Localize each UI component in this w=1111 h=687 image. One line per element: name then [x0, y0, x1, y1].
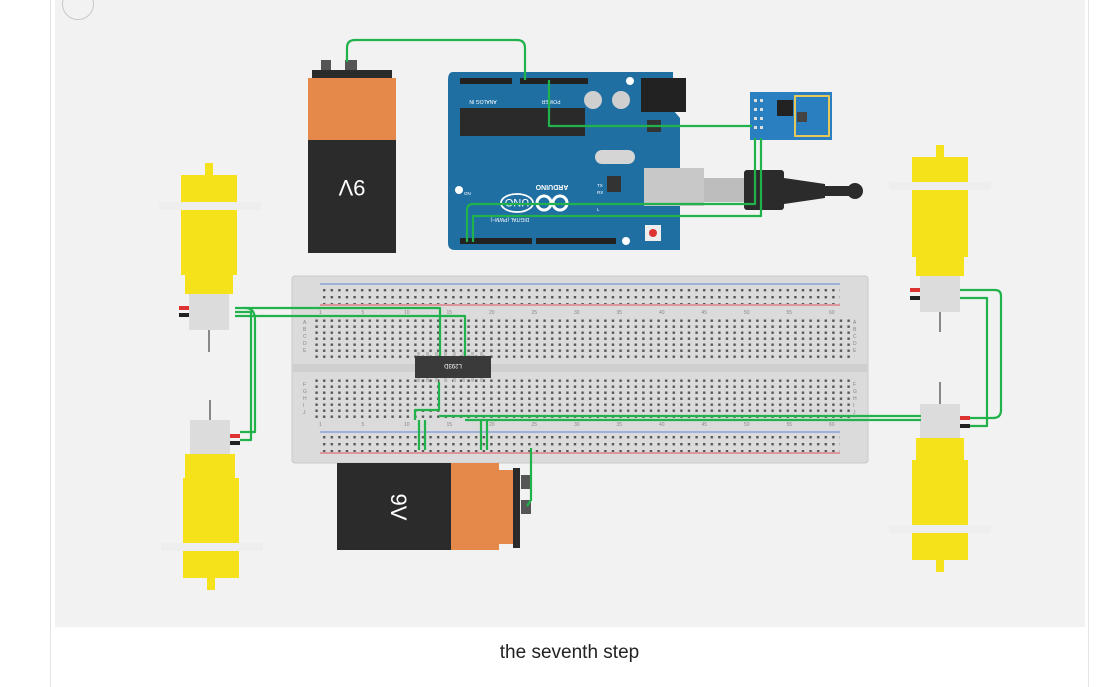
breadboard-column-number: 30	[574, 422, 580, 428]
breadboard-row-letter: D	[853, 341, 857, 347]
arduino-model: UNO	[504, 196, 529, 208]
breadboard-column-number: 1	[319, 310, 322, 316]
content-card	[50, 0, 1089, 687]
battery-9v-top[interactable]: 9V	[308, 60, 396, 253]
motor-bottom-right[interactable]	[889, 382, 991, 572]
breadboard-column-numbers: 1155101015152020252530303535404045455050…	[319, 310, 835, 428]
breadboard-column-number: 10	[404, 422, 410, 428]
breadboard-row-letter: F	[853, 382, 856, 388]
breadboard-row-letter: B	[303, 327, 307, 333]
breadboard-column-number: 1	[319, 422, 322, 428]
breadboard-row-letter: H	[853, 396, 857, 402]
motor-bottom-left[interactable]	[161, 400, 263, 590]
breadboard-row-letter: G	[853, 389, 857, 395]
arduino-l-label: L	[597, 207, 600, 212]
breadboard-column-number: 35	[617, 422, 623, 428]
arduino-brand: ARDUINO	[535, 183, 568, 190]
breadboard-column-number: 45	[702, 422, 708, 428]
breadboard-column-number: 55	[787, 310, 793, 316]
breadboard-row-letter: A	[303, 320, 307, 326]
arduino-uno[interactable]: UNO ARDUINO POWER ANALOG IN DIGITAL (PWM…	[448, 72, 704, 250]
arduino-on-label: ON	[464, 191, 471, 196]
breadboard-column-number: 45	[702, 310, 708, 316]
arduino-rx-label: RX	[597, 190, 603, 195]
breadboard-row-letter: I	[853, 403, 854, 409]
breadboard-row-letter: I	[303, 403, 304, 409]
breadboard-column-number: 50	[744, 310, 750, 316]
wires	[235, 38, 1003, 507]
arduino-digital-label: DIGITAL (PWM~)	[490, 216, 529, 222]
breadboard-row-letter: B	[853, 327, 857, 333]
chip-label: L293D	[443, 362, 461, 368]
circuit-diagram: 1155101015152020252530303535404045455050…	[159, 38, 1003, 590]
breadboard-column-number: 30	[574, 310, 580, 316]
breadboard-column-number: 5	[362, 422, 365, 428]
breadboard-row-letter: E	[853, 348, 857, 354]
breadboard-column-number: 60	[829, 310, 835, 316]
wifi-module[interactable]	[750, 92, 832, 140]
breadboard-column-number: 20	[489, 422, 495, 428]
breadboard-column-number: 40	[659, 310, 665, 316]
arduino-analog-label: ANALOG IN	[469, 98, 497, 104]
arduino-power-label: POWER	[541, 98, 560, 104]
breadboard-column-number: 55	[787, 422, 793, 428]
breadboard-row-letter: A	[853, 320, 857, 326]
arduino-tx-label: TX	[597, 183, 603, 188]
motor-top-right[interactable]	[889, 145, 991, 332]
motor-driver-chip[interactable]: L293D	[415, 352, 491, 382]
breadboard-column-number: 15	[447, 422, 453, 428]
breadboard-column-number: 20	[489, 310, 495, 316]
breadboard[interactable]: 1155101015152020252530303535404045455050…	[291, 275, 869, 464]
battery-top-label: 9V	[338, 175, 365, 200]
breadboard-column-number: 35	[617, 310, 623, 316]
breadboard-column-number: 10	[404, 310, 410, 316]
breadboard-column-number: 25	[532, 310, 538, 316]
step-caption: the seventh step	[499, 642, 640, 663]
breadboard-row-letter: H	[303, 396, 307, 402]
breadboard-row-letter: C	[853, 334, 857, 340]
battery-9v-bottom[interactable]: 9V	[337, 463, 531, 550]
breadboard-row-letter: D	[303, 341, 307, 347]
breadboard-column-number: 50	[744, 422, 750, 428]
breadboard-column-number: 15	[447, 310, 453, 316]
breadboard-column-number: 40	[659, 422, 665, 428]
breadboard-row-letter: G	[303, 389, 307, 395]
breadboard-column-number: 25	[532, 422, 538, 428]
breadboard-row-letter: E	[303, 348, 307, 354]
breadboard-row-letter: F	[303, 382, 306, 388]
breadboard-column-number: 5	[362, 310, 365, 316]
breadboard-row-letter: C	[303, 334, 307, 340]
battery-bottom-label: 9V	[386, 494, 411, 521]
breadboard-row-letter: J	[303, 410, 306, 416]
breadboard-column-number: 60	[829, 422, 835, 428]
motor-top-left[interactable]	[159, 163, 261, 352]
breadboard-row-letter: J	[853, 410, 856, 416]
